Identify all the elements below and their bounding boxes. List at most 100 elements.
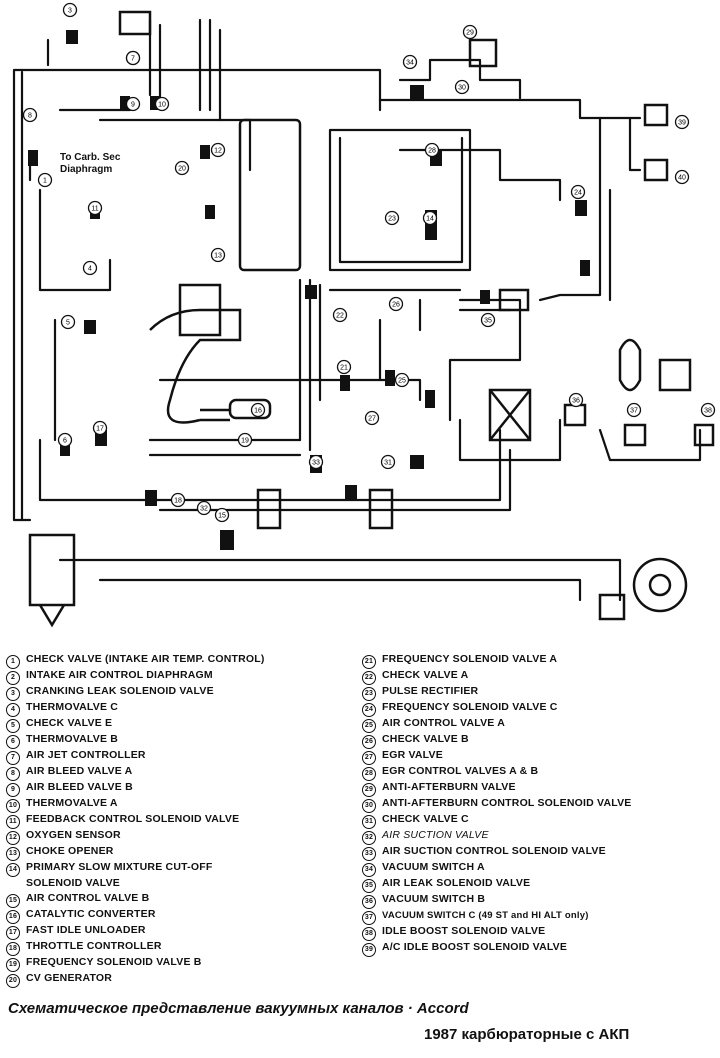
legend-number: 18 — [6, 942, 20, 957]
hose-mid-right — [328, 288, 462, 382]
component-marker-9: 9 — [125, 96, 141, 112]
carb-diaphragm-label: To Carb. Sec Diaphragm — [60, 152, 121, 176]
component-marker-24: 24 — [570, 184, 586, 200]
hose-outer-frame — [12, 68, 382, 522]
legend-label: EGR VALVE — [382, 749, 443, 761]
hose-center-loop — [328, 128, 472, 272]
component-number: 34 — [406, 60, 414, 67]
legend-number: 11 — [6, 815, 20, 829]
component-marker-5: 5 — [60, 314, 76, 330]
legend-label: CHOKE OPENER — [26, 845, 114, 857]
legend-label: THERMOVALVE A — [26, 797, 118, 809]
component-number: 22 — [336, 313, 344, 320]
intake-duct-neck — [38, 604, 66, 628]
legend-label: AIR SUCTION CONTROL SOLENOID VALVE — [382, 845, 606, 857]
component-marker-28: 28 — [424, 142, 440, 158]
intake-manifold — [149, 308, 242, 424]
intake-duct-left — [28, 533, 76, 607]
canister-right — [368, 488, 394, 530]
component-marker-11: 11 — [87, 200, 103, 216]
legend-label: AIR BLEED VALVE A — [26, 765, 133, 777]
valve-24 — [575, 200, 587, 216]
component-marker-21: 21 — [336, 359, 352, 375]
component-marker-35: 35 — [480, 312, 496, 328]
legend-number: 8 — [6, 767, 20, 781]
component-number: 32 — [200, 506, 208, 513]
component-number: 39 — [678, 120, 686, 127]
hose-right-top — [398, 58, 522, 100]
box-lower-right-1 — [563, 403, 587, 427]
egr-cross — [489, 389, 531, 441]
component-marker-30: 30 — [454, 79, 470, 95]
box-mid-right — [498, 288, 530, 312]
legend-number: 7 — [6, 751, 20, 765]
distributor-cap — [648, 573, 672, 597]
legend-label: THERMOVALVE C — [26, 701, 119, 713]
legend-label: EGR CONTROL VALVES A & B — [382, 765, 539, 777]
legend-number: 27 — [362, 751, 376, 765]
component-marker-25: 25 — [394, 372, 410, 388]
legend-label: OXYGEN SENSOR — [26, 829, 121, 841]
carb-label-line1: To Carb. Sec — [60, 152, 121, 163]
legend-label: IDLE BOOST SOLENOID VALVE — [382, 925, 546, 937]
component-number: 4 — [88, 266, 92, 273]
hose-center-loop2 — [338, 136, 464, 264]
component-number: 35 — [484, 318, 492, 325]
component-marker-22: 22 — [332, 307, 348, 323]
legend-label: PULSE RECTIFIER — [382, 685, 479, 697]
component-number: 28 — [428, 148, 436, 155]
component-marker-33: 33 — [308, 454, 324, 470]
component-number: 6 — [63, 438, 67, 445]
legend-label: THROTTLE CONTROLLER — [26, 940, 162, 953]
component-number: 21 — [340, 365, 348, 372]
legend-number: 39 — [362, 943, 376, 957]
component-marker-8: 8 — [22, 107, 38, 123]
component-marker-3: 3 — [62, 2, 78, 18]
component-number: 27 — [368, 416, 376, 423]
legend-number: 13 — [6, 847, 20, 861]
component-number: 25 — [398, 378, 406, 385]
oxygen-sensor-body — [228, 398, 272, 420]
legend-label: CV GENERATOR — [26, 972, 113, 985]
vacuum-hose-diagram: 1234567891011121314151617181920212223242… — [12, 2, 716, 628]
legend-number: 1 — [6, 655, 20, 669]
valve-22 — [385, 370, 395, 386]
legend-item: 13 CHOKE OPENER — [6, 844, 351, 861]
legend-label: INTAKE AIR CONTROL DIAPHRAGM — [26, 669, 213, 681]
legend-number: 25 — [362, 719, 376, 733]
legend-number: 2 — [6, 671, 20, 685]
valve-30 — [410, 455, 424, 469]
component-number: 16 — [254, 408, 262, 415]
valve-25 — [580, 260, 590, 276]
legend-label: CHECK VALVE C — [382, 813, 469, 825]
hose-right-vertical — [538, 116, 612, 302]
legend-number: 9 — [6, 783, 20, 797]
component-number: 3 — [68, 8, 72, 15]
valve-21 — [340, 375, 350, 391]
component-marker-26: 26 — [388, 296, 404, 312]
component-marker-19: 19 — [237, 432, 253, 448]
valve-13 — [205, 205, 215, 219]
legend-number: 3 — [6, 687, 20, 701]
component-marker-4: 4 — [82, 260, 98, 276]
component-number: 17 — [96, 426, 104, 433]
diagram-caption: Схематическое представление вакуумных ка… — [8, 1000, 469, 1017]
legend-item: 8 AIR BLEED VALVE A — [6, 764, 351, 781]
hose-top-left-bundle — [148, 18, 222, 122]
component-number: 15 — [218, 513, 226, 520]
